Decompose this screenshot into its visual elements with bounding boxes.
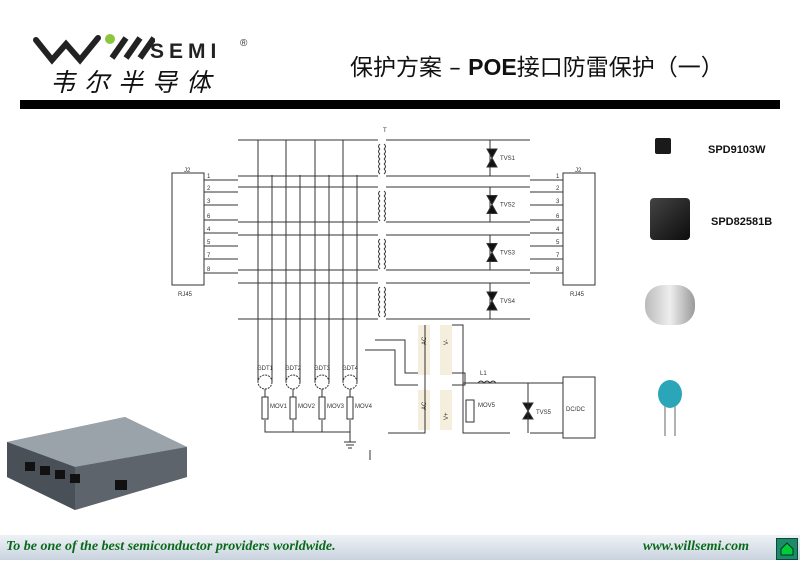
pin-label-left: 3 — [207, 199, 211, 205]
mov-label: MOV1 — [270, 404, 288, 410]
dcdc-box — [562, 376, 596, 439]
registered-mark: ® — [240, 38, 248, 49]
tvs-label: TVS1 — [500, 156, 516, 162]
rj45-left-type: RJ45 — [178, 292, 193, 298]
svg-text:V+: V+ — [444, 412, 450, 420]
l1-label: L1 — [480, 371, 487, 377]
svg-text:V-: V- — [444, 339, 450, 345]
pin-label-left: 2 — [207, 186, 211, 192]
pin-label-left: 1 — [207, 174, 211, 180]
mov5-label: MOV5 — [478, 403, 496, 409]
pin-label-left: 4 — [207, 227, 211, 233]
tvs-label: TVS2 — [500, 203, 516, 209]
home-icon[interactable] — [776, 538, 798, 560]
pin-label-right: 4 — [556, 227, 560, 233]
gdt-label: GDT2 — [285, 366, 302, 372]
mov-label: MOV2 — [298, 404, 316, 410]
pin-label-right: 7 — [556, 253, 560, 259]
rj45-right-type: RJ45 — [570, 292, 585, 298]
spd9103w-label: SPD9103W — [708, 144, 766, 156]
tvs-label: TVS4 — [500, 299, 516, 305]
tvs5-label: TVS5 — [536, 410, 552, 416]
spd9103w-image — [655, 138, 671, 154]
rj45-left — [171, 172, 205, 286]
gdt-label: GDT3 — [314, 366, 331, 372]
gdt-image — [645, 285, 695, 325]
pin-label-left: 7 — [207, 253, 211, 259]
mov-label: MOV4 — [355, 404, 373, 410]
poe-protection-schematic: J2 RJ45 J2 RJ45 1 1 2 2 3 3 6 6 4 4 5 5 7 7 8 8 T TVS1T… — [171, 128, 596, 460]
logo-text: SEMI — [150, 40, 222, 63]
footer-bar — [0, 535, 800, 560]
pin-label-left: 6 — [207, 214, 211, 220]
header-divider — [20, 100, 780, 109]
dcdc-label: DC/DC — [566, 407, 586, 413]
rj45-right-ref: J2 — [575, 168, 582, 174]
tvs-label: TVS3 — [500, 251, 516, 257]
pin-label-right: 1 — [556, 174, 560, 180]
pin-label-right: 2 — [556, 186, 560, 192]
spd82581b-image — [650, 198, 690, 240]
willsemi-logo-mark — [33, 34, 155, 65]
transformer-ref: T — [383, 128, 387, 134]
pin-label-left: 8 — [207, 267, 211, 273]
page-title: 保护方案 – POE接口防雷保护（一） — [350, 54, 724, 81]
poe-switch-image — [7, 417, 187, 510]
pin-label-right: 5 — [556, 240, 560, 246]
pin-label-right: 6 — [556, 214, 560, 220]
logo-chinese-name: 韦尔半导体 — [50, 68, 221, 97]
pin-label-left: 5 — [207, 240, 211, 246]
spd82581b-label: SPD82581B — [711, 216, 773, 228]
pin-label-right: 8 — [556, 267, 560, 273]
rj45-right — [562, 172, 596, 286]
rj45-left-ref: J2 — [184, 168, 191, 174]
footer-slogan: To be one of the best semiconductor prov… — [6, 539, 336, 554]
footer-url[interactable]: www.willsemi.com — [643, 539, 750, 554]
gdt-label: GDT1 — [257, 366, 274, 372]
varistor-image — [658, 380, 682, 436]
gdt-label: GDT4 — [342, 366, 359, 372]
mov-label: MOV3 — [327, 404, 345, 410]
pin-label-right: 3 — [556, 199, 560, 205]
